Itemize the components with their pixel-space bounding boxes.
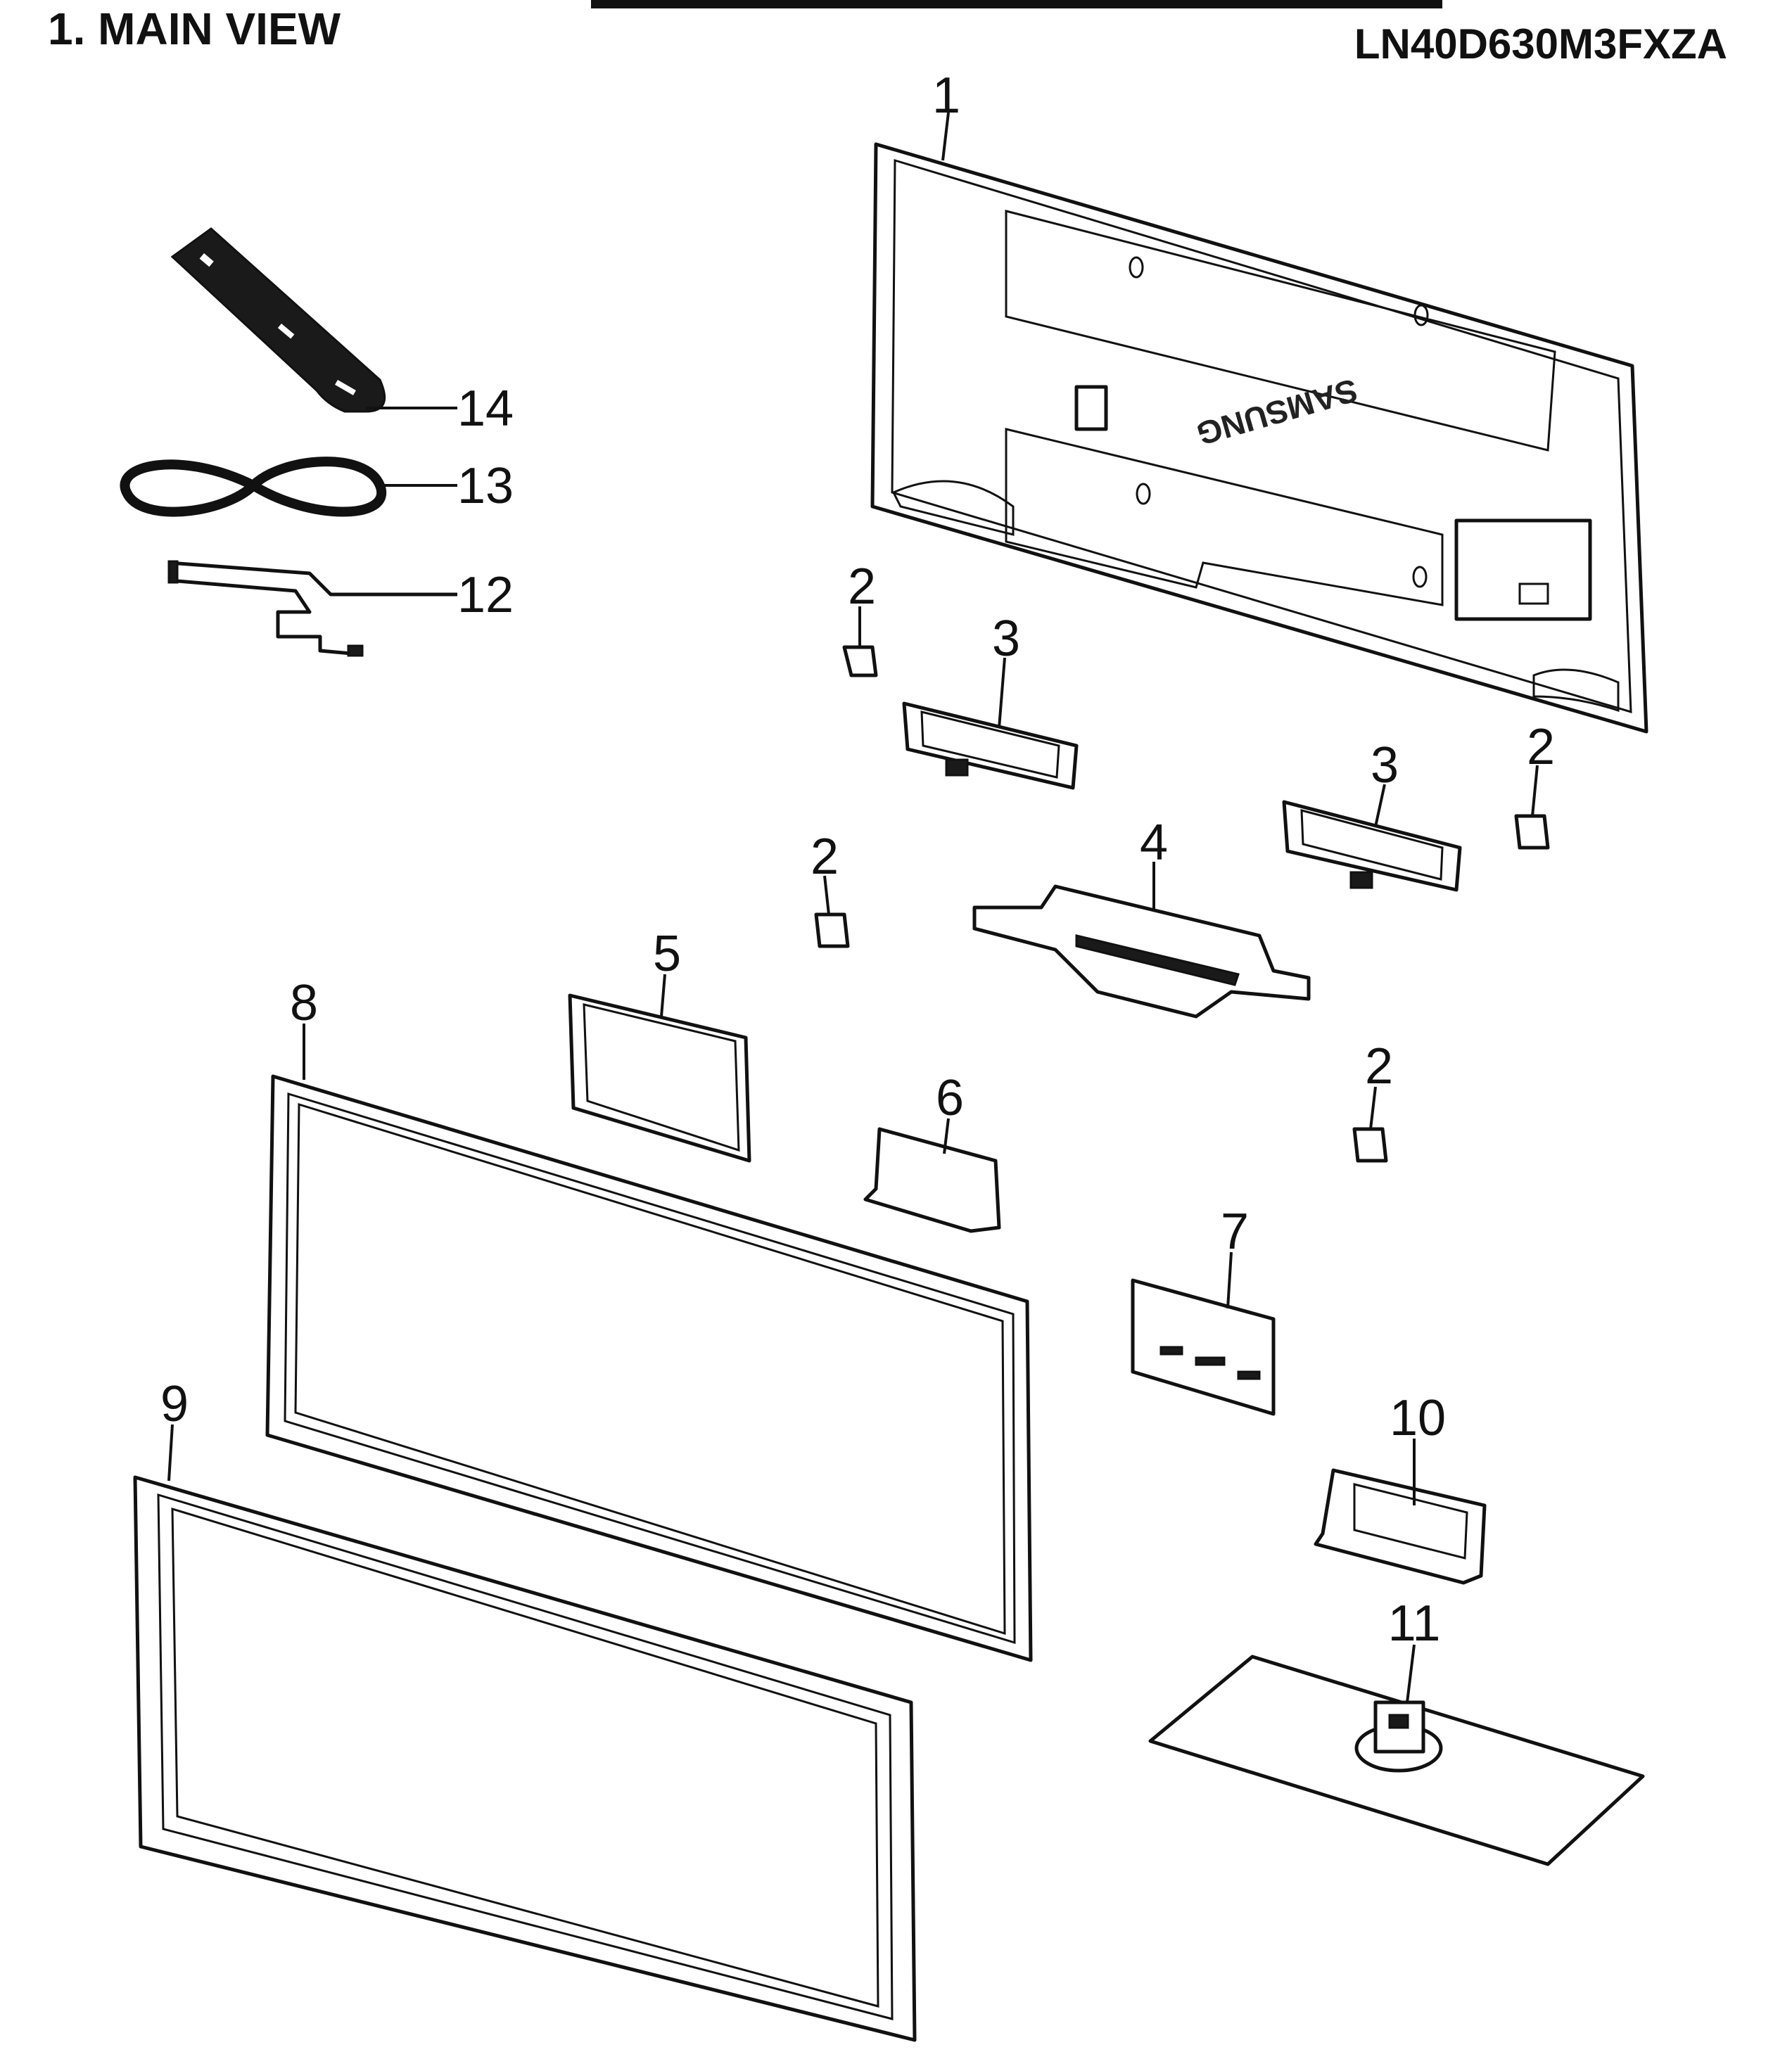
- flat-cable: [167, 560, 457, 657]
- callout-2b: 2: [1527, 719, 1555, 775]
- clip-a: [842, 606, 878, 677]
- clip-b: [1514, 765, 1550, 850]
- callout-12: 12: [457, 567, 514, 623]
- board-7-components: [1159, 1346, 1261, 1380]
- leader-1: [941, 112, 950, 161]
- clip-c: [814, 875, 850, 948]
- board-5: [568, 974, 751, 1163]
- callout-14: 14: [457, 381, 514, 437]
- callout-7: 7: [1221, 1204, 1249, 1260]
- front-bezel: [133, 1424, 917, 2042]
- rear-cover: SAMSUNG: [870, 142, 1648, 734]
- callout-2c: 2: [811, 829, 839, 885]
- callout-6: 6: [936, 1070, 964, 1126]
- callout-3-left: 3: [992, 611, 1020, 667]
- callout-5: 5: [653, 926, 681, 982]
- callout-2d: 2: [1365, 1038, 1393, 1095]
- callout-1: 1: [932, 68, 960, 124]
- section-title: 1. MAIN VIEW: [48, 4, 341, 54]
- callout-10: 10: [1390, 1390, 1446, 1446]
- board-7: [1131, 1251, 1276, 1416]
- callout-9: 9: [160, 1376, 189, 1432]
- speaker-left: [902, 657, 1079, 790]
- callout-2a: 2: [848, 559, 876, 615]
- callout-11: 11: [1388, 1595, 1441, 1652]
- remote-control: [170, 227, 457, 413]
- callout-4: 4: [1140, 815, 1168, 871]
- speaker-right: [1282, 784, 1462, 892]
- clip-d: [1352, 1086, 1388, 1163]
- lcd-panel: [265, 1024, 1033, 1662]
- bracket-4: [972, 862, 1311, 1019]
- model-number: LN40D630M3FXZA: [1354, 20, 1727, 68]
- callout-8: 8: [290, 975, 318, 1031]
- stand-neck: [1314, 1439, 1487, 1585]
- top-rule: [591, 0, 1442, 8]
- stand-base: [1148, 1644, 1645, 1866]
- callout-3-right: 3: [1371, 737, 1399, 794]
- oval-holes: [1129, 256, 1429, 588]
- callout-13: 13: [457, 458, 514, 514]
- power-cord: [120, 457, 457, 517]
